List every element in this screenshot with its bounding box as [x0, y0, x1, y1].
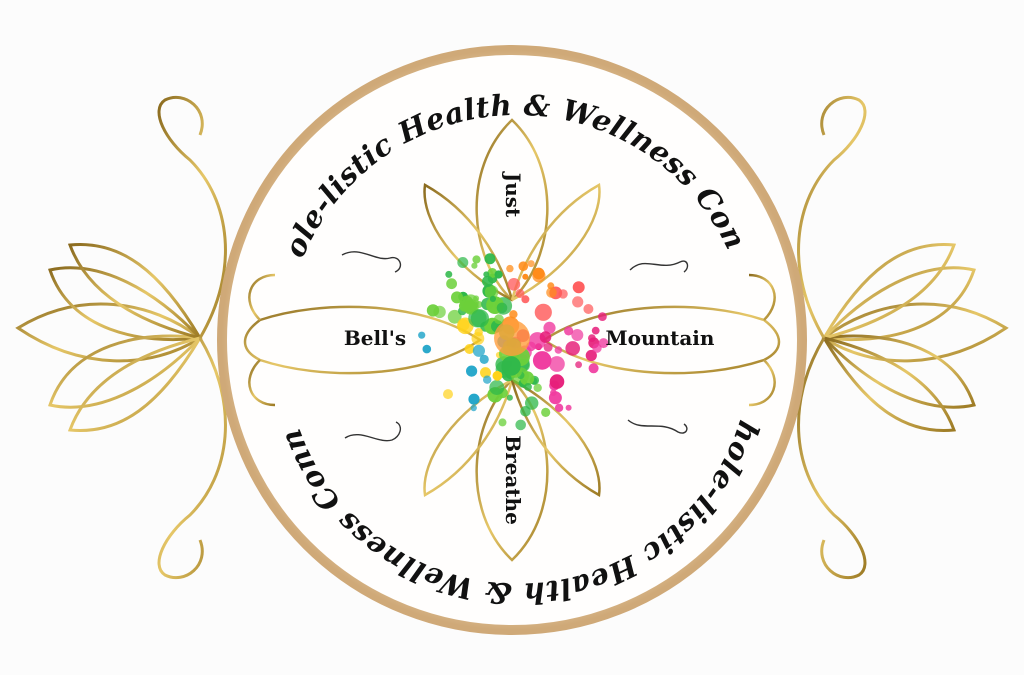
color-dot: [549, 356, 565, 372]
color-dot: [489, 380, 505, 395]
color-dot: [521, 295, 530, 304]
color-dot: [494, 270, 503, 279]
color-dot: [489, 295, 496, 302]
color-dot: [480, 367, 491, 379]
color-dot: [457, 319, 470, 331]
decorative-swirls: [341, 251, 689, 442]
color-dot: [585, 349, 597, 362]
color-dot: [550, 389, 557, 397]
color-dot: [583, 304, 594, 314]
color-dot: [565, 404, 572, 411]
color-dot: [509, 310, 518, 319]
color-burst: [418, 253, 609, 431]
left-lotus-ornament: [15, 95, 227, 580]
color-dot: [418, 331, 426, 339]
word-just: Just: [501, 171, 525, 218]
color-dot: [543, 321, 556, 334]
color-dot: [473, 295, 480, 302]
color-dot: [533, 383, 542, 392]
color-dot: [433, 305, 446, 319]
color-dot: [443, 389, 453, 400]
color-dot: [539, 331, 552, 343]
color-dot: [543, 342, 553, 352]
color-dot: [445, 270, 453, 278]
color-dot: [472, 344, 485, 357]
color-dot: [492, 370, 503, 381]
color-dot: [483, 375, 492, 384]
color-dot: [464, 344, 475, 354]
color-dot: [591, 326, 600, 335]
color-dot: [484, 253, 496, 265]
word-breathe: Breathe: [501, 435, 525, 525]
color-dot: [506, 264, 514, 273]
color-dot: [525, 396, 539, 410]
color-dot: [549, 374, 565, 389]
color-dot: [541, 407, 551, 417]
color-dot: [468, 393, 480, 405]
color-dot: [471, 262, 478, 269]
color-dot: [484, 285, 499, 299]
word-bells: Bell's: [344, 326, 406, 350]
color-dot: [518, 261, 529, 272]
center-dot: [494, 320, 530, 356]
color-dot: [451, 291, 463, 304]
color-dot: [588, 363, 599, 374]
color-dot: [532, 351, 552, 370]
color-dot: [554, 403, 564, 412]
color-dot: [575, 361, 582, 369]
color-dot: [482, 275, 494, 288]
color-dot: [522, 273, 529, 280]
center-lotus: [243, 118, 781, 562]
color-dot: [598, 338, 609, 349]
color-dot: [446, 278, 457, 290]
color-dot: [534, 303, 552, 321]
color-dot: [524, 383, 532, 391]
color-dot: [470, 309, 489, 328]
color-dot: [472, 255, 481, 264]
color-dot: [496, 302, 508, 314]
color-dot: [483, 271, 490, 278]
color-dot: [501, 356, 521, 376]
color-dot: [572, 281, 585, 294]
color-dot: [564, 326, 574, 336]
color-dot: [471, 332, 485, 345]
right-lotus-ornament: [797, 95, 1009, 580]
color-dot: [565, 341, 580, 356]
color-dot: [571, 329, 584, 341]
color-dot: [507, 278, 521, 291]
color-dot: [572, 296, 584, 308]
color-dot: [515, 289, 525, 298]
color-dot: [470, 404, 477, 412]
color-dot: [532, 269, 546, 283]
color-dot: [457, 257, 469, 268]
color-dot: [479, 354, 489, 364]
color-dot: [494, 314, 504, 325]
color-dot: [466, 365, 478, 377]
color-dot: [546, 287, 557, 298]
color-dot: [498, 418, 507, 427]
color-dot: [515, 419, 526, 431]
color-dot: [506, 394, 513, 401]
color-dot: [422, 344, 432, 354]
color-dot: [554, 346, 563, 354]
color-dot: [447, 309, 462, 324]
color-dot: [463, 299, 479, 315]
color-dot: [527, 260, 535, 268]
color-dot: [598, 312, 607, 321]
word-mountain: Mountain: [606, 326, 715, 350]
